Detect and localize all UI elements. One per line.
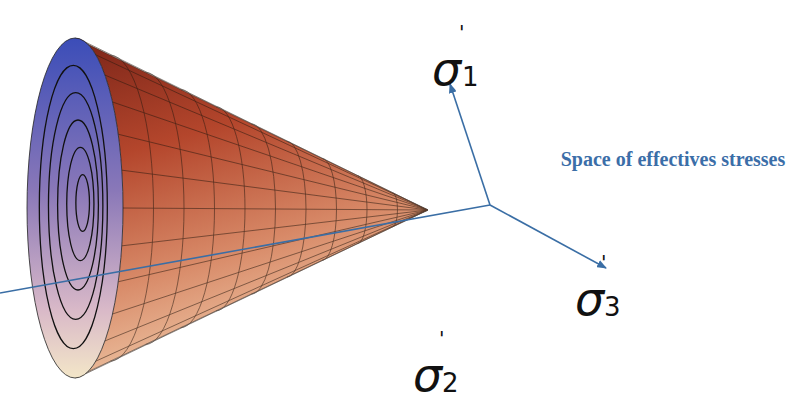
axis-index: 1 xyxy=(462,64,479,90)
axis-index: 3 xyxy=(604,294,621,320)
stress-symbol: σ xyxy=(432,46,461,92)
surface-grid xyxy=(96,210,428,361)
prime-mark: ' xyxy=(459,22,465,42)
hydrostatic-axis xyxy=(0,205,490,293)
axis-index: 2 xyxy=(442,370,459,396)
surface-grid xyxy=(96,55,428,210)
surface-grid xyxy=(122,170,428,210)
base-ring xyxy=(48,93,102,320)
stress-symbol: σ xyxy=(575,276,604,322)
stress-symbol: σ xyxy=(413,352,442,398)
surface-grid xyxy=(86,42,428,210)
surface-grid xyxy=(118,210,428,282)
surface-grid xyxy=(105,75,428,210)
base-ring xyxy=(76,175,90,232)
surface-grid xyxy=(105,210,428,341)
surface-grid xyxy=(118,134,428,210)
base-ring xyxy=(58,120,99,290)
axis-arrow xyxy=(450,84,490,205)
prime-mark: ' xyxy=(601,252,607,272)
surface-grid xyxy=(113,102,428,210)
surface-grid xyxy=(75,210,428,378)
surface-grid xyxy=(113,210,428,314)
surface-grid xyxy=(123,208,428,210)
axis-arrow xyxy=(490,205,606,268)
base-ring xyxy=(67,147,94,260)
surface-grid xyxy=(75,38,428,210)
base-ring xyxy=(39,65,107,348)
cone-base xyxy=(27,38,123,378)
prime-mark: ' xyxy=(439,328,445,348)
cone-surface xyxy=(75,38,428,378)
space-caption: Space of effectives stresses xyxy=(555,148,791,171)
surface-grid xyxy=(122,210,428,246)
